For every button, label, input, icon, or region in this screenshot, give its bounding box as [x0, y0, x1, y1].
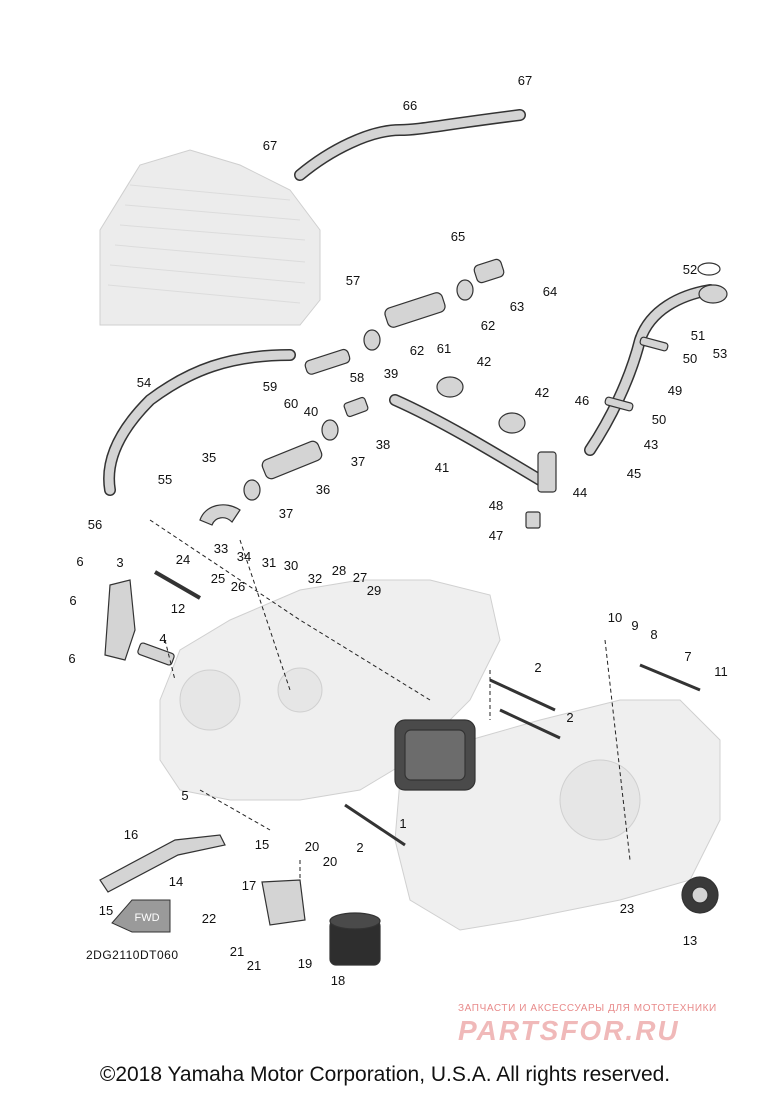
part-label: 19	[298, 956, 312, 971]
oil-filter	[329, 912, 381, 966]
part-label: 21	[230, 944, 244, 959]
part-label: 6	[68, 651, 75, 666]
part-label: 62	[410, 343, 424, 358]
part-label: 2	[534, 660, 541, 675]
parts	[99, 109, 728, 966]
part-label: 49	[668, 383, 682, 398]
part-label: 9	[631, 618, 638, 633]
engine-cylinder-ghost	[99, 149, 321, 326]
part-label: 37	[351, 454, 365, 469]
part-label: 62	[481, 318, 495, 333]
part-label: 67	[263, 138, 277, 153]
part-label: 44	[573, 485, 587, 500]
part-label: 42	[535, 385, 549, 400]
part-label: 15	[255, 837, 269, 852]
exploded-parts-diagram: FWD 67 66 67 65 52 64 57 63 62 51 61 62 …	[68, 73, 728, 988]
part-label: 7	[684, 649, 691, 664]
part-label: 50	[652, 412, 666, 427]
part-label: 63	[510, 299, 524, 314]
part-label: 34	[237, 549, 251, 564]
part-label: 54	[137, 375, 151, 390]
part-label: 59	[263, 379, 277, 394]
part-label: 10	[608, 610, 622, 625]
part-label: 1	[399, 816, 406, 831]
part-label: 22	[202, 911, 216, 926]
part-label: 15	[99, 903, 113, 918]
part-label: 41	[435, 460, 449, 475]
part-label: 2	[566, 710, 573, 725]
part-label: 20	[323, 854, 337, 869]
watermark-tagline: ЗАПЧАСТИ И АКСЕССУАРЫ ДЛЯ МОТОТЕХНИКИ	[458, 1003, 717, 1014]
part-label: 39	[384, 366, 398, 381]
crankcase-right-ghost	[394, 699, 721, 931]
part-label: 5	[181, 788, 188, 803]
part-label: 67	[518, 73, 532, 88]
assembly-guides	[149, 519, 631, 880]
part-label: 53	[713, 346, 727, 361]
part-label: 13	[683, 933, 697, 948]
part-label: 27	[353, 570, 367, 585]
part-label: 4	[159, 631, 166, 646]
diagram-code: 2DG2110DT060	[86, 948, 179, 962]
part-label: 40	[304, 404, 318, 419]
part-label: 23	[620, 901, 634, 916]
part-label: 16	[124, 827, 138, 842]
part-label: 36	[316, 482, 330, 497]
part-label: 11	[714, 664, 728, 679]
part-label: 50	[683, 351, 697, 366]
part-label: 2	[356, 840, 363, 855]
part-label: 28	[332, 563, 346, 578]
part-label: 6	[69, 593, 76, 608]
part-label: 30	[284, 558, 298, 573]
part-label: 20	[305, 839, 319, 854]
part-label: 24	[176, 552, 190, 567]
part-label: 65	[451, 229, 465, 244]
part-label: 35	[202, 450, 216, 465]
part-label: 17	[242, 878, 256, 893]
part-label: 66	[403, 98, 417, 113]
part-label: 55	[158, 472, 172, 487]
part-label: 25	[211, 571, 225, 586]
part-label: 46	[575, 393, 589, 408]
part-label: 29	[367, 583, 381, 598]
part-label: 57	[346, 273, 360, 288]
part-label: 12	[171, 601, 185, 616]
part-label: 26	[231, 579, 245, 594]
part-label: 56	[88, 517, 102, 532]
part-label: 3	[116, 555, 123, 570]
part-label: 18	[331, 973, 345, 988]
part-label: 38	[376, 437, 390, 452]
part-label: 6	[76, 554, 83, 569]
part-label: 43	[644, 437, 658, 452]
part-label: 51	[691, 328, 705, 343]
part-label: 61	[437, 341, 451, 356]
fwd-arrow-icon: FWD	[111, 899, 171, 933]
part-label: 42	[477, 354, 491, 369]
part-label: 52	[683, 262, 697, 277]
part-label: 64	[543, 284, 557, 299]
copyright-notice: ©2018 Yamaha Motor Corporation, U.S.A. A…	[99, 1063, 671, 1086]
part-label: 21	[247, 958, 261, 973]
watermark-logo: PARTSFOR.RU	[458, 1015, 680, 1046]
part-label: 58	[350, 370, 364, 385]
part-labels: 67 66 67 65 52 64 57 63 62 51 61 62 53 5…	[68, 73, 727, 988]
part-label: 37	[279, 506, 293, 521]
part-label: 14	[169, 874, 183, 889]
part-label: 33	[214, 541, 228, 556]
part-label: 60	[284, 396, 298, 411]
fwd-label: FWD	[134, 912, 159, 924]
part-label: 32	[308, 571, 322, 586]
part-label: 8	[650, 627, 657, 642]
oil-pump	[394, 719, 476, 791]
part-label: 31	[262, 555, 276, 570]
part-label: 45	[627, 466, 641, 481]
part-label: 47	[489, 528, 503, 543]
part-label: 48	[489, 498, 503, 513]
gear	[681, 876, 719, 914]
